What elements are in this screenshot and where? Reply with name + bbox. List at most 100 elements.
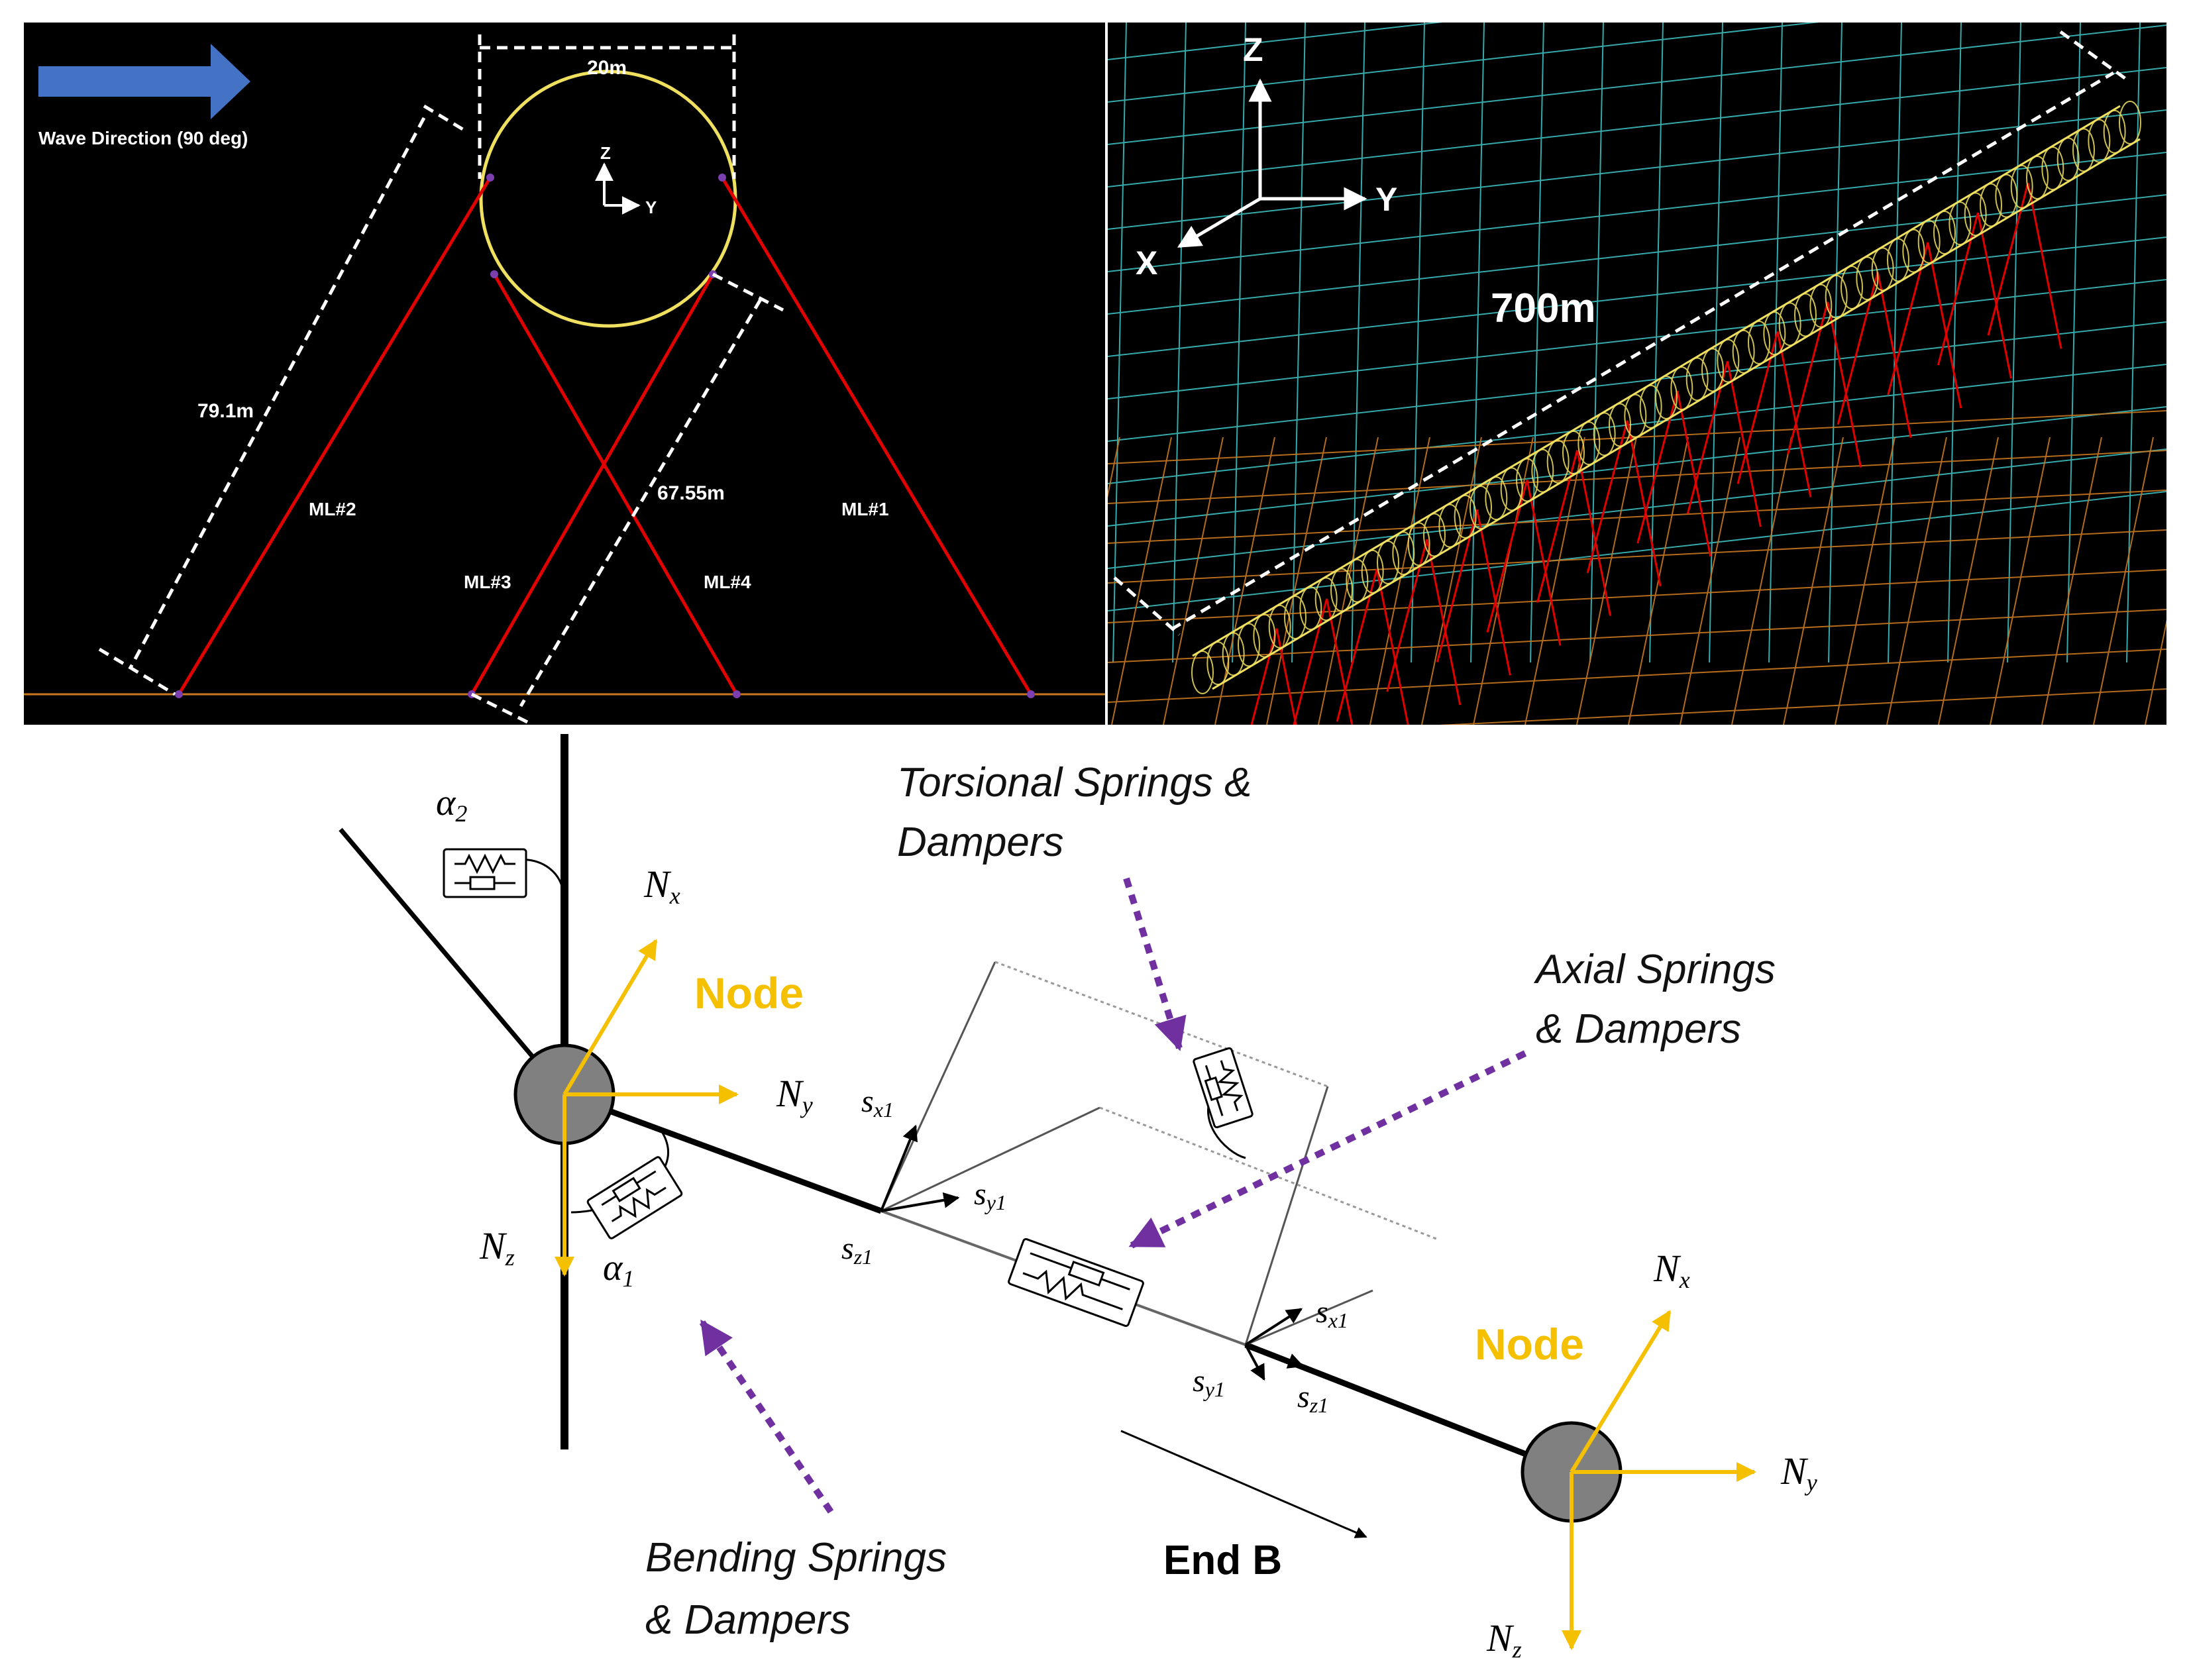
anchor-points bbox=[175, 174, 1035, 698]
tube-ring bbox=[1377, 541, 1399, 584]
tube-ring bbox=[1454, 494, 1477, 539]
mooring-3d-line bbox=[1626, 420, 1662, 587]
tube-ring bbox=[1794, 293, 1817, 337]
tube-ring bbox=[1748, 321, 1770, 364]
seabed-grid-line bbox=[1473, 437, 1534, 725]
tube-ring bbox=[1299, 586, 1322, 631]
surface-grid-line bbox=[1888, 23, 1902, 663]
tube-ring bbox=[1392, 531, 1415, 576]
s-x1-arrow-b bbox=[1244, 1308, 1303, 1346]
surface-grid-line bbox=[1232, 23, 1246, 663]
surface-grid bbox=[1108, 23, 2166, 663]
tube-ring bbox=[1809, 284, 1833, 328]
left-panel-background bbox=[24, 23, 1105, 725]
tube-ring bbox=[1902, 229, 1925, 273]
tube-ring bbox=[1206, 641, 1230, 686]
torsional-caption-1: Torsional Springs & bbox=[897, 760, 1252, 806]
left-panel: Wave Direction (90 deg) 20m Z Y 79.1m bbox=[24, 23, 1105, 725]
seabed-grid-line bbox=[2041, 437, 2102, 725]
node-b-ny-label: Ny bbox=[1780, 1449, 1817, 1496]
tube-ring bbox=[1717, 339, 1740, 383]
mooring-3d-line bbox=[1976, 212, 2012, 379]
seabed-grid-line bbox=[1108, 450, 2166, 504]
tube-ring bbox=[1670, 366, 1693, 411]
surface-grid-line bbox=[1172, 23, 1187, 663]
tube-ring bbox=[1314, 577, 1338, 621]
mooring-3d-line bbox=[1827, 301, 1862, 468]
surface-grid-line bbox=[1947, 23, 1962, 663]
tube-ring bbox=[2010, 164, 2033, 209]
dim-short-line bbox=[519, 298, 763, 708]
dim-long-line bbox=[129, 117, 426, 668]
length-short-label: 67.55m bbox=[657, 482, 725, 504]
spring-damper-axial bbox=[1008, 1237, 1144, 1328]
tube-ring bbox=[2056, 137, 2080, 182]
seabed-grid-line bbox=[2093, 437, 2154, 725]
tube-edge-top bbox=[1192, 105, 2121, 657]
node-b-label: Node bbox=[1475, 1320, 1584, 1369]
seabed-grid-line bbox=[1886, 437, 1947, 725]
spring-damper-alpha2 bbox=[443, 848, 564, 898]
tube-ring bbox=[1407, 522, 1430, 566]
tube-ring bbox=[1222, 632, 1245, 676]
tube-ring bbox=[1423, 513, 1446, 557]
axis-3d-x bbox=[1177, 197, 1261, 248]
surface-grid-line bbox=[1108, 23, 1820, 103]
seabed-grid-line bbox=[1108, 609, 2166, 663]
bending-caption-1: Bending Springs bbox=[645, 1535, 947, 1581]
seabed-grid-line bbox=[1731, 437, 1792, 725]
s-y1-label-b: sy1 bbox=[1193, 1363, 1225, 1401]
seabed-grid-line bbox=[1938, 437, 1999, 725]
tube-ring bbox=[1516, 458, 1538, 502]
dim-700-ext-bottom bbox=[1113, 576, 1181, 636]
axial-caption-2: & Dampers bbox=[1536, 1006, 1741, 1052]
axis-y-label: Y bbox=[645, 197, 657, 217]
mooring-label-4: ML#4 bbox=[704, 572, 751, 592]
dim-700-line bbox=[1170, 71, 2115, 631]
surface-grid-line bbox=[1108, 67, 2166, 187]
mooring-label-3: ML#3 bbox=[464, 572, 511, 592]
mooring-line-3 bbox=[470, 273, 715, 696]
axis-3d-y-label: Y bbox=[1375, 181, 1397, 218]
s-z1-label-a: sz1 bbox=[841, 1231, 873, 1269]
alpha1-label: α1 bbox=[603, 1247, 634, 1292]
mooring-line-4 bbox=[492, 273, 739, 696]
mooring-3d-line bbox=[1876, 272, 1912, 439]
node-a-nx-arrow bbox=[562, 939, 658, 1096]
tube-ring bbox=[2041, 146, 2064, 191]
tube-ring bbox=[1917, 219, 1941, 264]
tube-ring bbox=[1238, 623, 1260, 667]
seabed-grid-line bbox=[1163, 437, 1224, 725]
wave-direction-label: Wave Direction (90 deg) bbox=[38, 128, 248, 148]
tube-ring bbox=[2119, 101, 2141, 144]
s-y1-arrow-b bbox=[1244, 1344, 1265, 1381]
tube-ring bbox=[1778, 302, 1801, 346]
bending-caption-2: & Dampers bbox=[645, 1597, 851, 1643]
mooring-3d-line bbox=[1776, 331, 1812, 498]
tube-ring bbox=[1887, 238, 1909, 282]
surface-grid-line bbox=[1108, 23, 1444, 60]
seabed-grid-line bbox=[1438, 688, 2166, 725]
tube-ring bbox=[1639, 384, 1662, 429]
node-a-nx-label: Nx bbox=[643, 863, 680, 909]
tube-ring bbox=[1763, 311, 1786, 356]
node-a-ny-label: Ny bbox=[776, 1072, 813, 1118]
tube-ring bbox=[1732, 329, 1755, 374]
seabed-grid-line bbox=[1369, 437, 1430, 725]
surface-grid-line bbox=[2066, 23, 2081, 663]
surface-grid-line bbox=[1108, 321, 2166, 442]
s-z1-arrow-b bbox=[1245, 1343, 1305, 1369]
tube-ring bbox=[1500, 467, 1523, 511]
torsional-frame bbox=[880, 961, 1437, 1346]
tube-ring bbox=[1685, 357, 1709, 401]
tube-ring bbox=[1841, 266, 1863, 309]
seabed-grid-line bbox=[1524, 437, 1585, 725]
spring-damper-alpha1 bbox=[570, 1132, 683, 1239]
tube-ring bbox=[1577, 421, 1601, 466]
pointer-torsional bbox=[1123, 877, 1187, 1051]
tube-ring bbox=[1361, 549, 1384, 594]
surface-grid-line bbox=[1108, 364, 2166, 484]
mooring-3d-line bbox=[1426, 539, 1462, 706]
tube-ring bbox=[2103, 109, 2126, 154]
surface-grid-line bbox=[1470, 23, 1485, 663]
